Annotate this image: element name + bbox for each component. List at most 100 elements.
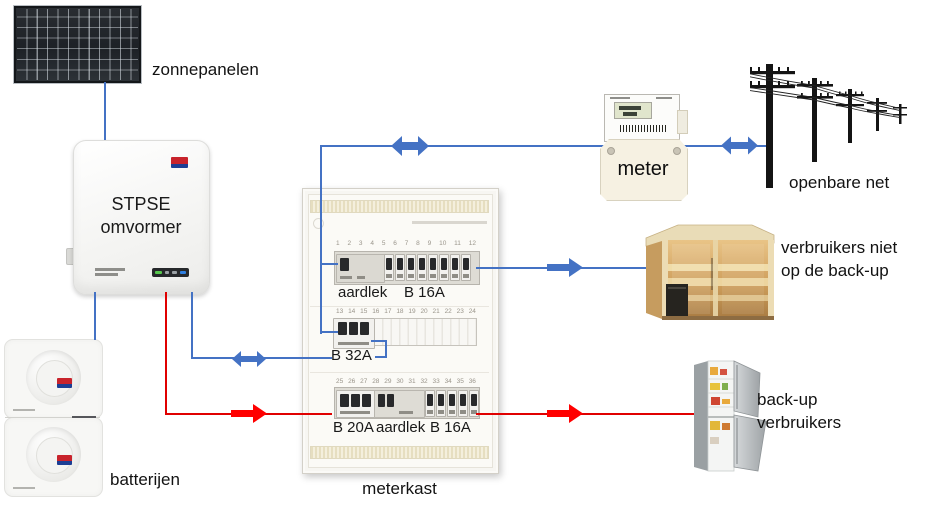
batteries-label: batterijen: [110, 470, 180, 489]
breaker-feet: [399, 411, 413, 414]
inverter-label: STPSE omvormer: [76, 193, 206, 239]
screw-icon: [673, 147, 681, 155]
double-arrow-inverter-panel-icon: [232, 351, 266, 367]
line-branch-aardlek: [322, 263, 338, 265]
b32a-bracket-side: [385, 340, 387, 358]
line-panel-to-fridge: [476, 413, 698, 415]
meter-label: meter: [617, 158, 669, 180]
sauna-image: [645, 224, 775, 320]
meterkast-logo-mark: [313, 218, 324, 229]
meter-barcode: [620, 125, 666, 132]
line-inverter-to-battery: [94, 292, 96, 340]
line-solar-to-inverter: [104, 82, 106, 140]
breaker-feet: [340, 276, 352, 279]
line-panel-main-vertical: [320, 146, 322, 334]
battery-unit-top: [4, 339, 103, 419]
breaker-toggle: [360, 322, 369, 335]
grid-label: openbare net: [789, 173, 890, 192]
breaker: [425, 390, 435, 417]
b20a-breaker: [336, 390, 375, 418]
breaker-toggle: [351, 394, 360, 407]
meter-lcd-display: [614, 102, 652, 119]
battery-unit-bottom: [4, 417, 103, 497]
led-blue-icon: [180, 271, 186, 274]
meterkast-vent-bottom: [310, 446, 489, 459]
breaker-feet: [338, 342, 369, 345]
line-inverter-ac-vertical: [191, 292, 193, 359]
double-arrow-panel-grid-icon: [391, 136, 429, 156]
sma-logo-icon: [57, 378, 72, 388]
solar-label: zonnepanelen: [152, 60, 259, 79]
power-poles-image: [750, 64, 907, 188]
battery-ring: [26, 427, 81, 482]
breaker: [458, 390, 468, 417]
row1-label-b16a: B 16A: [404, 284, 445, 301]
row3-din-rail: [334, 387, 480, 419]
b32a-breaker: [333, 318, 375, 349]
breaker: [384, 254, 394, 281]
inverter-model-text2: [95, 273, 118, 276]
inverter-label-line1: STPSE: [111, 194, 171, 214]
meterkast-print-text: [412, 221, 487, 224]
breaker-toggle: [362, 394, 371, 407]
sma-logo-icon: [171, 157, 188, 168]
meter-side-tab: [677, 110, 688, 134]
rcd-breaker: [336, 254, 385, 283]
fridge-image: [694, 360, 767, 472]
breaker: [436, 390, 446, 417]
arrow-to-sauna-icon: [547, 258, 583, 277]
breaker: [450, 254, 460, 281]
b32a-bracket-top: [371, 340, 387, 342]
lcd-digits: [623, 112, 637, 116]
backup-label-line1: back-up: [757, 390, 818, 409]
breaker-toggle: [378, 394, 385, 407]
solar-cell-grid: [17, 9, 138, 80]
panel-divider: [310, 306, 489, 307]
breaker-toggle: [349, 322, 358, 335]
breaker: [447, 390, 457, 417]
meter-print-text: [610, 97, 630, 99]
lcd-digits: [619, 106, 641, 110]
screw-icon: [607, 147, 615, 155]
meterkast-vent-top: [310, 200, 489, 213]
battery-seam-connector: [72, 416, 96, 418]
battery-disc: [36, 437, 73, 474]
led-dash-icon: [172, 271, 178, 274]
breaker: [469, 390, 479, 417]
meter-mount-plate: [600, 139, 688, 201]
blank-din-covers: [375, 318, 477, 346]
double-arrow-meter-grid-icon: [721, 136, 758, 155]
battery-disc: [36, 360, 73, 397]
breaker-toggle: [338, 322, 347, 335]
b32a-bracket-bottom: [375, 356, 387, 358]
battery-seam: [5, 417, 100, 418]
line-backup-vertical: [165, 292, 167, 415]
sma-logo-icon: [57, 455, 72, 465]
line-panel-to-grid: [320, 145, 768, 147]
inverter-model-text: [95, 268, 125, 271]
backup-label-line2: verbruikers: [757, 413, 842, 432]
row3-label-aardlek: aardlek: [376, 419, 426, 436]
inverter-led-strip: [152, 268, 189, 277]
b16a-breaker-group: [425, 390, 479, 417]
battery-ring: [26, 350, 81, 405]
breaker: [428, 254, 438, 281]
row2-label-b32a: B 32A: [331, 347, 372, 364]
non-backup-label-line1: verbruikers niet: [781, 238, 898, 257]
breaker-toggle: [340, 258, 349, 271]
battery-caption-text: [13, 409, 35, 411]
inverter-label-line2: omvormer: [100, 217, 182, 237]
meter-print-text: [656, 97, 672, 99]
led-dash-icon: [164, 271, 170, 274]
row1-din-rail: [334, 251, 480, 285]
b16a-breaker-group: [384, 254, 471, 281]
row1-label-aardlek: aardlek: [338, 284, 388, 301]
row3-label-b20a: B 20A: [333, 419, 374, 436]
breaker-feet: [340, 411, 370, 414]
panel-divider: [310, 372, 489, 373]
breaker-toggle: [387, 394, 394, 407]
